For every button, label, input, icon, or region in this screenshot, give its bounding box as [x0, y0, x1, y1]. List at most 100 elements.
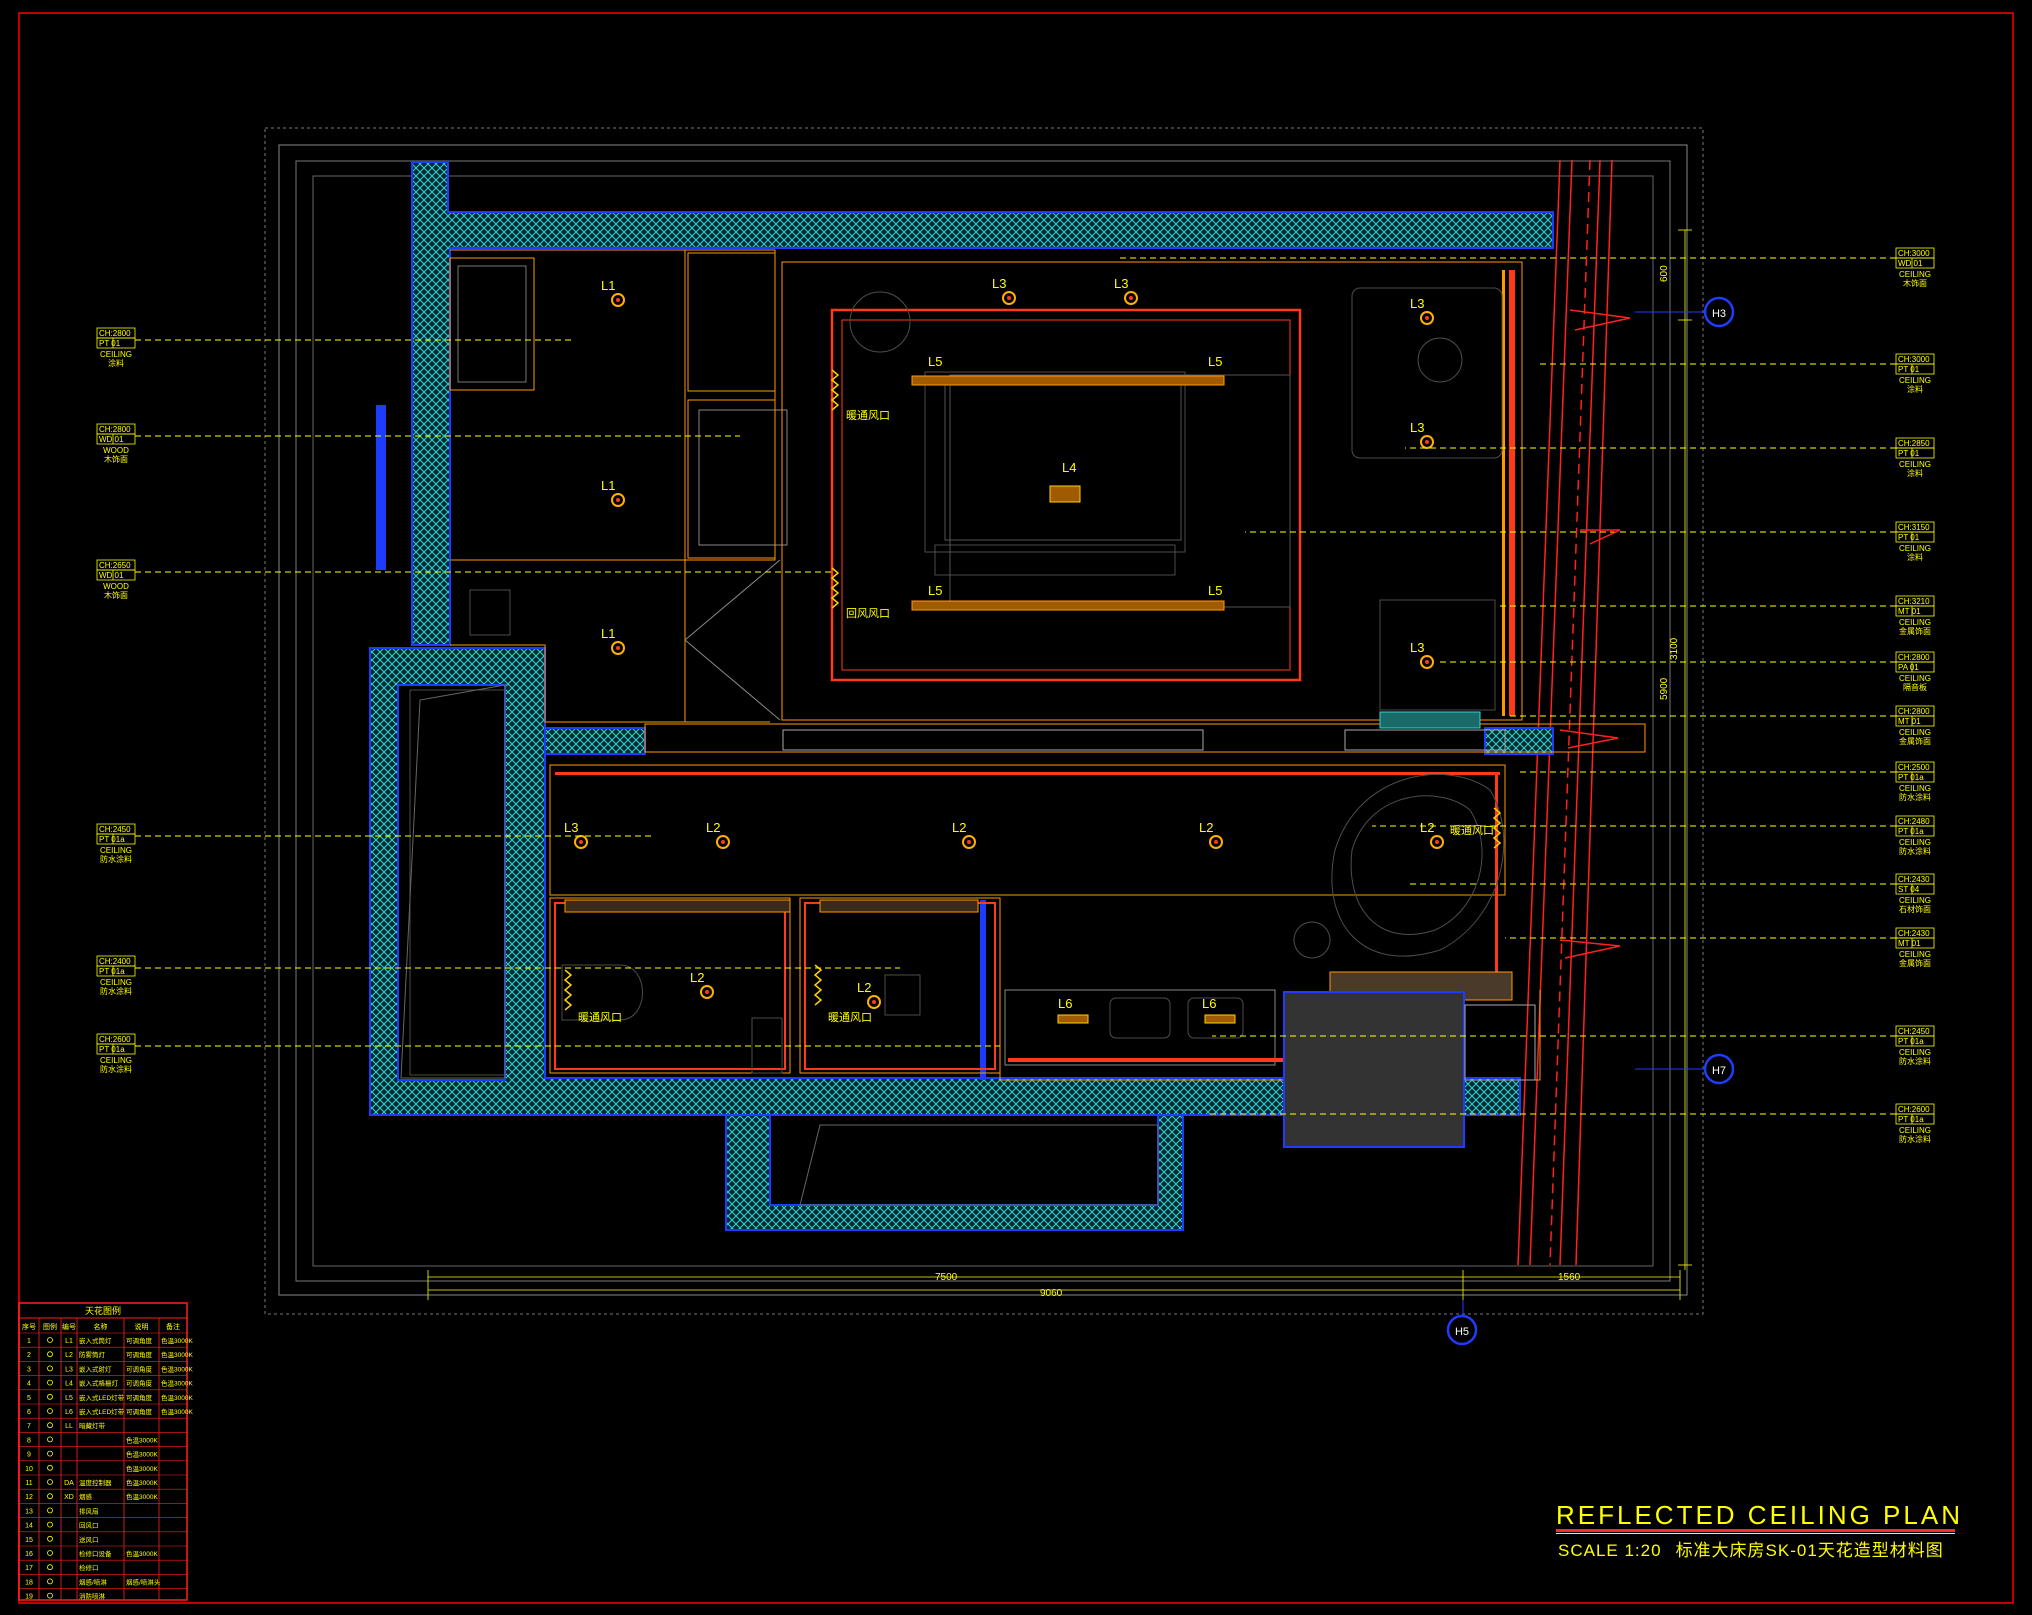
callout-material-name: 防水涂料 — [100, 854, 132, 864]
light-label: L3 — [1410, 296, 1424, 311]
svg-text:检修口设备: 检修口设备 — [79, 1549, 112, 1558]
dim-7500: 7500 — [935, 1272, 958, 1283]
light-fixture-center — [1129, 296, 1133, 300]
callout-material-type: CEILING — [1899, 544, 1931, 553]
svg-text:9: 9 — [27, 1452, 31, 1459]
svg-text:H7: H7 — [1712, 1065, 1726, 1077]
callout-material-name: 防水涂料 — [1899, 1134, 1931, 1144]
drawing-subtitle: SCALE 1:20 标准大床房SK-01天花造型材料图 — [1558, 1536, 1958, 1561]
callout-ceiling-height: CH:2850 — [1898, 439, 1930, 448]
callout-ceiling-height: CH:2430 — [1898, 929, 1930, 938]
light-l2-fixture — [1209, 835, 1223, 849]
svg-text:12: 12 — [25, 1494, 33, 1501]
drawing-name: 标准大床房SK-01天花造型材料图 — [1675, 1541, 1944, 1560]
callout-material-code: WD 01 — [99, 435, 124, 444]
section-marker-h7[interactable]: H7 — [1703, 1053, 1735, 1085]
svg-text:LL: LL — [65, 1423, 73, 1430]
curtain-wall-lines — [1517, 159, 1613, 1266]
svg-text:L1: L1 — [65, 1338, 73, 1345]
callout-ceiling-height: CH:2500 — [1898, 763, 1930, 772]
section-markers: H3 H7 H5 — [1446, 296, 1735, 1346]
callout-material-type: CEILING — [1899, 618, 1931, 627]
callout-ceiling-height: CH:2800 — [1898, 707, 1930, 716]
callout-material-code: PT 01 — [1898, 365, 1920, 374]
callout-ceiling-height: CH:3000 — [1898, 249, 1930, 258]
svg-text:L4: L4 — [65, 1381, 73, 1388]
callout-ceiling-height: CH:2430 — [1898, 875, 1930, 884]
callout-ceiling-height: CH:2480 — [1898, 817, 1930, 826]
callout-leaders — [135, 257, 1896, 1115]
callout-ceiling-height: CH:2600 — [99, 1035, 131, 1044]
callout-material-type: CEILING — [1899, 376, 1931, 385]
title-rule-yellow — [1556, 1533, 1955, 1534]
light-fixture-center — [1214, 840, 1218, 844]
svg-text:暗藏灯带: 暗藏灯带 — [79, 1421, 106, 1430]
callout-material-code: MT 01 — [1898, 939, 1921, 948]
diffuser-symbols — [563, 369, 1502, 1011]
light-fixtures — [574, 291, 1444, 1009]
light-label: L5 — [928, 354, 942, 369]
light-label: L2 — [1199, 820, 1213, 835]
callout-ceiling-height: CH:2650 — [99, 561, 131, 570]
light-l3-fixture — [1420, 311, 1434, 325]
svg-text:色温3000K: 色温3000K — [126, 1478, 158, 1487]
svg-text:13: 13 — [25, 1508, 33, 1515]
svg-text:DA: DA — [64, 1480, 74, 1487]
svg-text:排风扇: 排风扇 — [79, 1506, 99, 1515]
light-l2-fixture — [716, 835, 730, 849]
drawing-scale: SCALE 1:20 — [1558, 1541, 1662, 1560]
callout-material-code: ST 04 — [1898, 885, 1920, 894]
svg-text:嵌入式格栅灯: 嵌入式格栅灯 — [79, 1379, 119, 1388]
dim-3100: 3100 — [1669, 637, 1680, 660]
svg-text:送风口: 送风口 — [79, 1535, 99, 1544]
light-label: L4 — [1062, 460, 1076, 475]
legend-header: 图例 — [43, 1322, 57, 1331]
callout-material-type: WOOD — [103, 446, 129, 455]
svg-text:2: 2 — [27, 1352, 31, 1359]
svg-text:H3: H3 — [1712, 308, 1726, 320]
svg-text:6: 6 — [27, 1409, 31, 1416]
light-label: L2 — [706, 820, 720, 835]
svg-text:回风口: 回风口 — [79, 1522, 99, 1530]
svg-text:色温3000K: 色温3000K — [161, 1364, 193, 1373]
light-fixture-center — [1007, 296, 1011, 300]
callout-material-name: 防水涂料 — [1899, 792, 1931, 802]
callout-ceiling-height: CH:3210 — [1898, 597, 1930, 606]
svg-text:18: 18 — [25, 1579, 33, 1586]
section-marker-h3[interactable]: H3 — [1703, 296, 1735, 328]
callout-material-code: MT 01 — [1898, 607, 1921, 616]
light-l2-fixture — [1430, 835, 1444, 849]
svg-text:色温3000K: 色温3000K — [126, 1492, 158, 1501]
svg-text:嵌入式LED灯带: 嵌入式LED灯带 — [79, 1407, 125, 1416]
callout-ceiling-height: CH:2800 — [99, 329, 131, 338]
section-marker-h5[interactable]: H5 — [1446, 1314, 1478, 1346]
svg-text:5: 5 — [27, 1395, 31, 1402]
callout-material-type: CEILING — [100, 846, 132, 855]
svg-text:17: 17 — [25, 1565, 33, 1572]
light-l1-fixture — [611, 493, 625, 507]
callout-material-name: 金属饰面 — [1899, 958, 1931, 968]
svg-text:1: 1 — [27, 1338, 31, 1345]
light-label: L3 — [564, 820, 578, 835]
dimension-lines — [427, 229, 1692, 1300]
light-l3-fixture — [1420, 655, 1434, 669]
svg-text:色温3000K: 色温3000K — [161, 1336, 193, 1345]
svg-text:嵌入式LED灯带: 嵌入式LED灯带 — [79, 1393, 125, 1402]
callout-material-name: 木饰面 — [104, 454, 128, 464]
legend-header: 备注 — [166, 1322, 180, 1331]
callout-ceiling-height: CH:2800 — [1898, 653, 1930, 662]
light-strips — [911, 375, 1236, 1024]
